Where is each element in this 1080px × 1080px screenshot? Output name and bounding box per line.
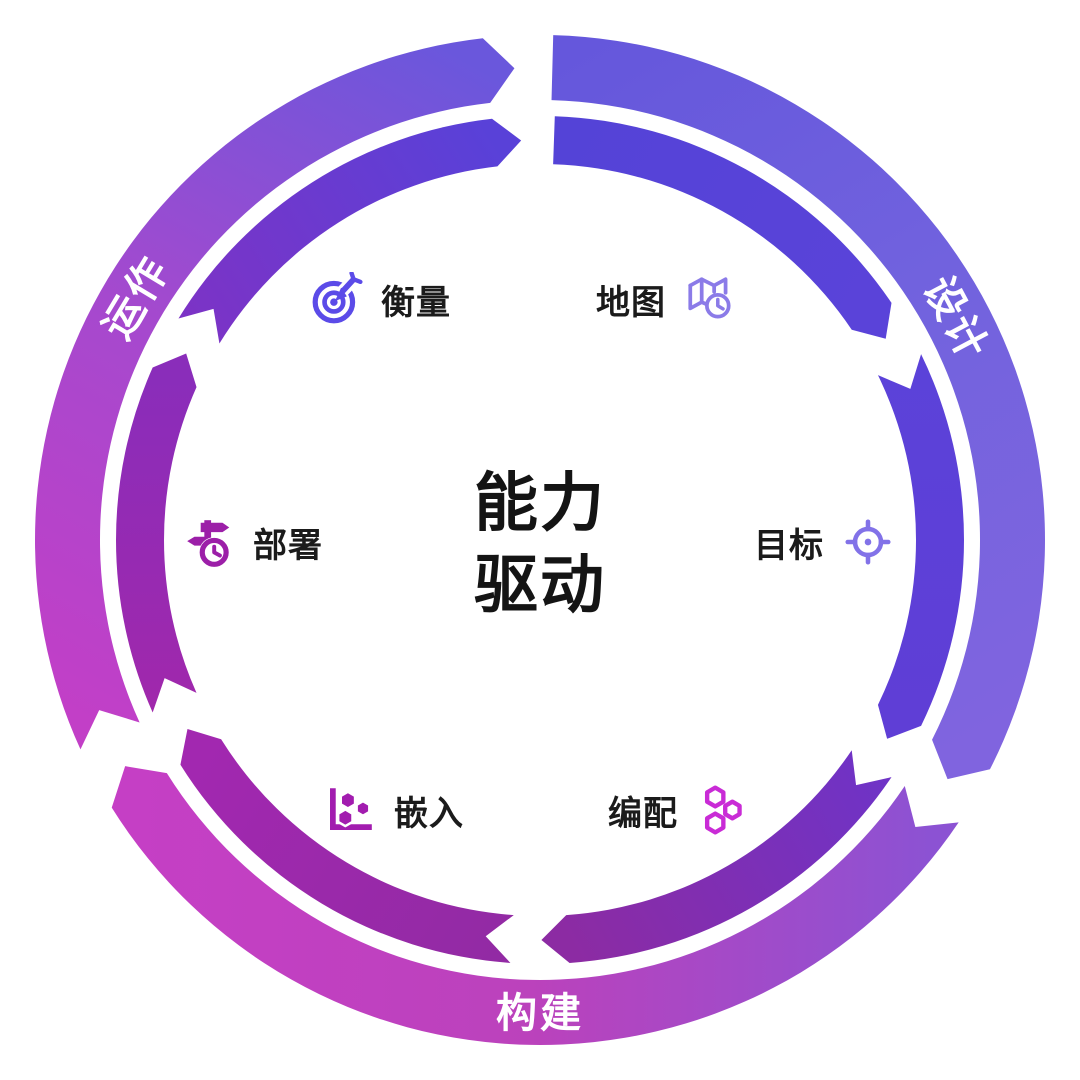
center-title-line2: 驱动 [474, 549, 606, 621]
target-arrow-icon [310, 272, 364, 326]
item-label-deploy: 部署 [253, 526, 323, 565]
item-goal: 目标 [754, 514, 895, 570]
outer-ring-segment-design [551, 35, 1046, 780]
inner-ring-segment-seg-3 [541, 750, 892, 963]
item-label-goal: 目标 [754, 526, 824, 565]
map-clock-icon [683, 272, 737, 326]
center-title: 能力 驱动 [0, 462, 1080, 626]
item-label-embed: 嵌入 [394, 794, 464, 833]
inner-ring-segment-seg-1 [553, 116, 892, 339]
outer-ring-segment-build [111, 766, 959, 1045]
crosshair-icon [841, 515, 895, 569]
hexagons-icon [695, 783, 749, 837]
chart-hexagons-icon [323, 783, 377, 837]
center-title-line1: 能力 [474, 467, 606, 539]
outer-ring-segment-operate [35, 38, 515, 750]
item-embed: 嵌入 [323, 782, 464, 838]
item-label-measure: 衡量 [381, 283, 451, 322]
item-map: 地图 [596, 271, 737, 327]
inner-ring-segment-seg-2 [877, 354, 965, 739]
inner-ring-segment-seg-6 [178, 118, 522, 344]
ring-label-build: 构建 [496, 990, 584, 1036]
item-orchestrate: 编配 [608, 782, 749, 838]
item-deploy: 部署 [182, 514, 323, 570]
signpost-clock-icon [182, 515, 236, 569]
ring-segments [35, 35, 1046, 1045]
inner-ring-segment-seg-5 [116, 353, 197, 713]
item-measure: 衡量 [310, 271, 451, 327]
item-label-orchestrate: 编配 [608, 794, 678, 833]
inner-ring-segment-seg-4 [180, 729, 514, 963]
item-label-map: 地图 [596, 283, 666, 322]
